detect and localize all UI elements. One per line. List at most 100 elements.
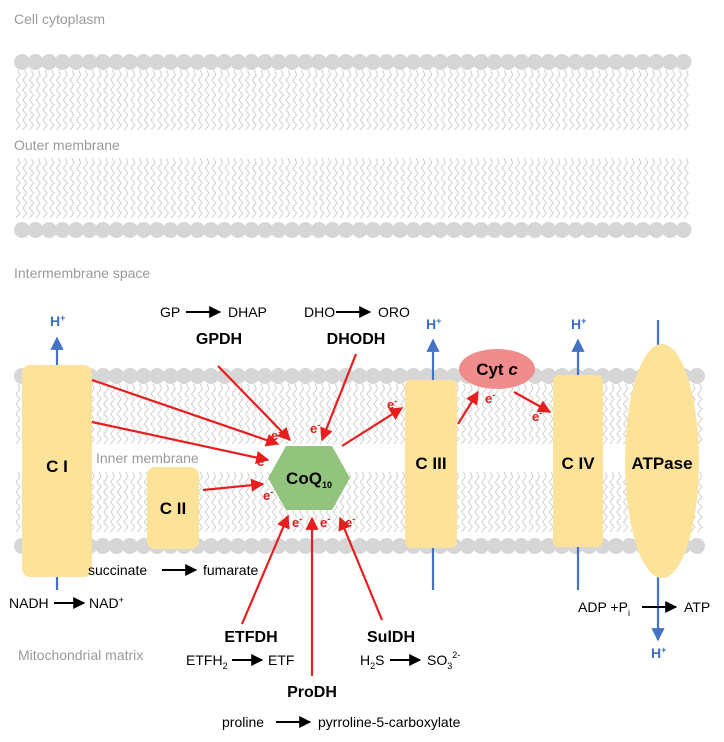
lipid-head [135,368,152,384]
lipid-tail [649,69,656,131]
lipid-tail [352,157,359,219]
lipid-tail [413,157,419,219]
lipid-tail [292,157,298,219]
lipid-tail [143,471,149,533]
lipid-tail [231,471,237,533]
lipid-head [621,222,638,238]
lipid-head [297,538,314,554]
lipid-head [581,54,597,70]
lipid-tail [413,69,419,131]
lipid-tail [305,69,311,131]
lipid-tail [96,471,102,533]
outer-membrane-label: Outer membrane [14,137,120,153]
lipid-tail [204,69,210,131]
lipid-tail [643,157,649,219]
lipid-tail [433,157,440,219]
lipid-tail [366,383,372,445]
e-label-6: e- [320,514,330,530]
e-label-3: e- [257,453,267,469]
lipid-tail [406,69,413,131]
lipid-head [351,368,368,384]
lipid-tail [676,69,683,131]
lipid-tail [271,157,278,219]
lipid-head [297,222,314,238]
lipid-head [311,222,327,238]
lipid-tail [609,471,615,533]
lipid-tail [575,157,581,219]
lipid-tail [352,69,359,131]
lipid-tail [487,383,494,445]
lipid-head [203,538,219,554]
lipid-head [176,368,192,384]
lipid-head [243,368,260,384]
lipid-tail [197,157,203,219]
intermembrane-label: Intermembrane space [14,265,150,281]
lipid-head [68,222,84,238]
lipid-head [365,222,381,238]
lipid-tail [224,471,230,533]
lipid-tail [136,471,143,533]
lipid-head [527,54,543,70]
lipid-tail [319,383,325,445]
lipid-tail [420,157,426,219]
lipid-tail [163,157,170,219]
cyt-c-label: Cyt c [476,360,518,379]
lipid-head [500,54,516,70]
lipid-head [635,54,651,70]
lipid-tail [454,69,460,131]
lipid-tail [622,157,629,219]
lipid-tail [15,157,21,219]
lipid-head [216,368,233,384]
lipid-tail [163,383,170,445]
lipid-head [311,538,327,554]
lipid-tail [15,471,21,533]
lipid-head [540,222,557,238]
lipid-head [365,54,381,70]
complex-iii-label: C III [415,454,446,473]
arrow-coq-c3 [341,407,404,447]
lipid-head [257,54,273,70]
rx-proline: proline [222,714,264,730]
lipid-tail [224,383,230,445]
lipid-head [500,538,516,554]
lipid-tail [508,157,514,219]
lipid-tail [595,157,602,219]
lipid-head [486,222,503,238]
lipid-head [567,54,584,70]
lipid-tail [541,383,548,445]
lipid-tail [339,69,345,131]
atpase [625,344,699,578]
lipid-head [419,54,435,70]
cytoplasm-label: Cell cytoplasm [14,11,105,27]
lipid-tail [76,157,82,219]
lipid-tail [616,383,622,445]
lipid-head [675,54,692,70]
lipid-head [297,54,314,70]
lipid-tail [157,383,163,445]
lipid-tail [197,69,203,131]
lipid-head [189,222,206,238]
lipid-tail [76,69,82,131]
lipid-tail [373,157,379,219]
lipid-tail [609,383,615,445]
lipid-tail [481,383,487,445]
rx-adp: ADP +Pi [578,599,630,618]
lipid-tail [535,157,541,219]
lipid-tail [508,383,514,445]
lipid-head [257,222,273,238]
lipid-tail [636,69,642,131]
lipid-tail [460,471,467,533]
lipid-head [500,222,516,238]
lipid-tail [305,383,311,445]
lipid-head [540,538,557,554]
lipid-tail [460,157,467,219]
e-label-7: e- [345,514,355,530]
lipid-tail [521,157,527,219]
lipid-tail [548,383,554,445]
lipid-tail [366,69,372,131]
lipid-head [567,222,584,238]
electron-arrows [91,353,552,676]
lipid-tail [130,157,136,219]
lipid-head [95,54,111,70]
lipid-tail [373,471,379,533]
